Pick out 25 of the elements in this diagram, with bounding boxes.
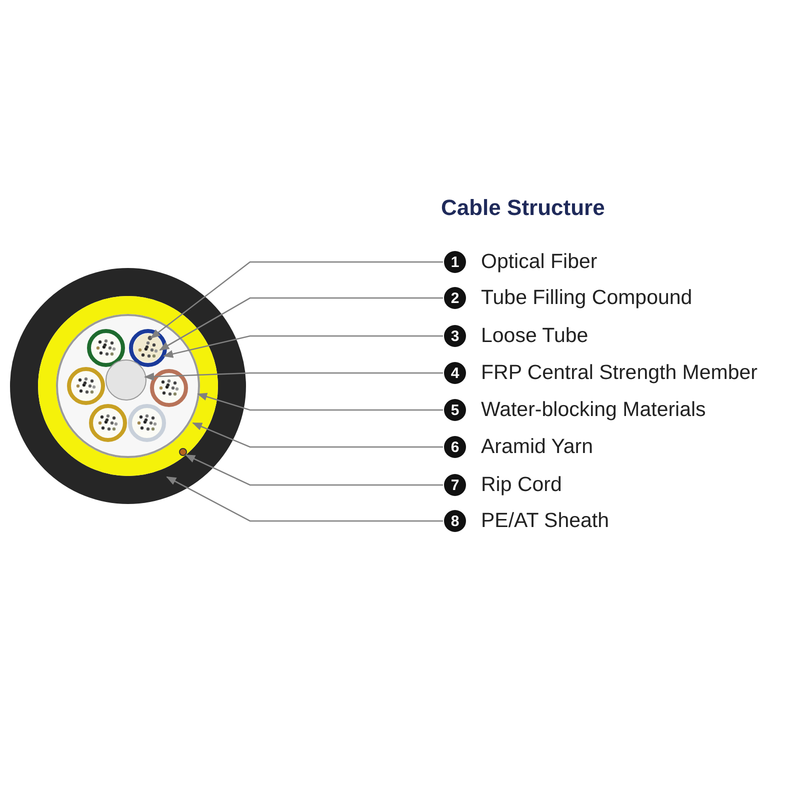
callout-number: 1: [444, 251, 466, 273]
callout-number: 6: [444, 436, 466, 458]
leader-line: [163, 335, 443, 358]
callout-number: 5: [444, 399, 466, 421]
part-label: Loose Tube: [481, 323, 588, 349]
leader-line: [150, 261, 443, 339]
leader-line: [166, 476, 443, 522]
callout-number: 8: [444, 510, 466, 532]
part-label: Aramid Yarn: [481, 434, 594, 460]
part-label: PE/AT Sheath: [481, 508, 610, 534]
part-label: FRP Central Strength Member: [481, 360, 758, 386]
callout-number: 3: [444, 325, 466, 347]
callout-number: 7: [444, 474, 466, 496]
leader-line: [144, 372, 443, 381]
leader-line: [192, 422, 443, 448]
part-label: Optical Fiber: [481, 249, 598, 275]
leader-line: [185, 454, 443, 486]
leader-line: [159, 297, 443, 351]
callout-number: 4: [444, 362, 466, 384]
part-label: Rip Cord: [481, 472, 562, 498]
part-label: Tube Filling Compound: [481, 285, 692, 311]
callout-number: 2: [444, 287, 466, 309]
heading: Cable Structure: [441, 195, 605, 221]
leader-line: [197, 392, 443, 411]
part-label: Water-blocking Materials: [481, 397, 706, 423]
